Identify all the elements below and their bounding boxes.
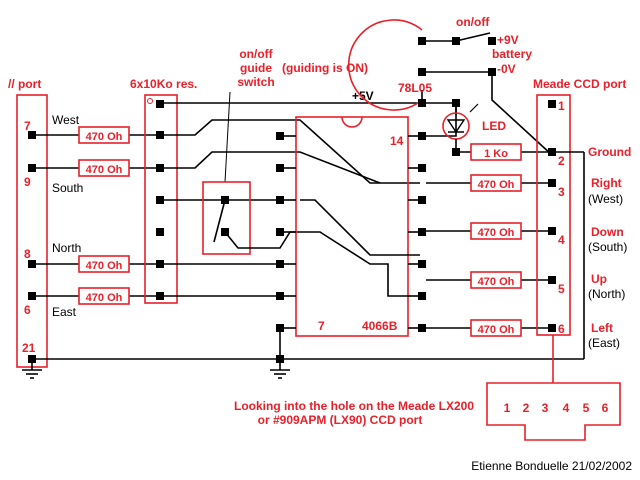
resistor-west-label: 470 Oh <box>86 131 123 143</box>
label-east: East <box>52 305 77 319</box>
ic-4066b-body <box>295 116 409 337</box>
ic-pin14-label: 14 <box>390 134 404 148</box>
meade-dir-left-sub: (East) <box>588 336 620 350</box>
guide-switch-title-2: guide <box>240 61 272 75</box>
meade-pin-5: 5 <box>558 282 565 296</box>
resistor-east-label: 470 Oh <box>86 292 123 304</box>
ground-symbol-left <box>22 369 42 379</box>
meade-dir-down-sub: (South) <box>588 240 627 254</box>
resistor-north-label: 470 Oh <box>86 260 123 272</box>
power-switch-label: on/off <box>456 15 490 29</box>
note-line-1: Looking into the hole on the Meade LX200 <box>234 399 474 413</box>
label-north: North <box>52 241 81 255</box>
output-wires <box>426 182 552 329</box>
plus9v-label: +9V <box>497 33 519 47</box>
meade-dir-left: Left <box>591 321 613 335</box>
meade-pin-4: 4 <box>558 233 565 247</box>
meade-port-box <box>536 94 571 336</box>
meade-dir-up: Up <box>591 272 607 286</box>
resistor-south-label: 470 Oh <box>86 164 123 176</box>
meade-dir-right: Right <box>591 176 622 190</box>
label-south: South <box>52 181 83 195</box>
output-resistor-1-label: 470 Oh <box>478 179 515 191</box>
regulator-label: 78L05 <box>398 81 432 95</box>
meade-pin-6: 6 <box>558 322 565 336</box>
meade-pin-3: 3 <box>558 185 565 199</box>
battery-label: battery <box>492 47 532 61</box>
guide-switch-title-3: switch <box>237 75 274 89</box>
led-label: LED <box>482 119 506 133</box>
connector-pin-4: 4 <box>563 401 570 415</box>
resistor-array-pins <box>156 100 164 300</box>
regulator-outline <box>347 19 423 111</box>
meade-pin-2: 2 <box>558 154 565 168</box>
output-resistor-2-label: 470 Oh <box>478 227 515 239</box>
ic-left-pins <box>276 132 284 332</box>
meade-pin-1: 1 <box>558 99 565 113</box>
credit: Etienne Bonduelle 21/02/2002 <box>471 459 632 473</box>
plus5v-label: +5V <box>352 89 374 103</box>
ground-symbol-mid <box>270 369 290 379</box>
meade-dir-up-sub: (North) <box>588 287 625 301</box>
ic-right-pin-stubs <box>408 135 418 329</box>
ic-left-pin-stubs <box>284 135 296 329</box>
resistor-array-title: 6x10Ko res. <box>130 77 197 91</box>
connector-pin-5: 5 <box>583 401 590 415</box>
switch-dots <box>221 196 229 236</box>
pport-pin-9: 9 <box>24 175 31 189</box>
ic-right-pins <box>418 132 426 332</box>
pport-pin-7: 7 <box>24 119 31 133</box>
resistor-west: 470 Oh <box>78 126 130 144</box>
connector-pin-2: 2 <box>523 401 530 415</box>
resistor-array-box <box>144 94 178 304</box>
regulator-pins <box>418 37 460 107</box>
led-icon <box>446 119 466 134</box>
guide-switch-status: (guiding is ON) <box>282 61 368 75</box>
output-resistor-3-label: 470 Oh <box>478 276 515 288</box>
meade-dir-right-sub: (West) <box>588 192 623 206</box>
battery-wires <box>426 32 553 156</box>
plus5v-rail <box>330 90 457 137</box>
ic-name: 4066B <box>362 319 398 333</box>
meade-dir-down: Down <box>591 225 624 239</box>
resistor-south: 470 Oh <box>78 159 130 177</box>
guide-switch-title-1: on/off <box>239 47 273 61</box>
guide-switch-box <box>202 181 251 255</box>
output-resistors <box>470 174 522 337</box>
meade-port-title: Meade CCD port <box>533 77 626 91</box>
pin1-marker <box>147 98 153 104</box>
pport-pin-8: 8 <box>24 247 31 261</box>
connector-pin-3: 3 <box>542 401 549 415</box>
connector-pin-1: 1 <box>504 401 511 415</box>
led-ray <box>469 103 479 113</box>
connector-pin-6: 6 <box>602 401 609 415</box>
ground-junction <box>276 355 284 363</box>
led-pin <box>452 148 460 156</box>
resistor-east: 470 Oh <box>78 287 130 305</box>
note-line-2: or #909APM (LX90) CCD port <box>258 413 423 427</box>
resistor-north: 470 Oh <box>78 255 130 273</box>
ic-notch <box>341 116 363 128</box>
meade-pins <box>548 100 556 332</box>
guide-switch-pointer <box>224 91 231 183</box>
array-to-ic-wires <box>160 119 420 297</box>
output-resistor-4-label: 470 Oh <box>478 324 515 336</box>
battery-pins <box>452 37 496 76</box>
pport-pin-21: 21 <box>22 341 36 355</box>
resistor-1k <box>470 143 522 161</box>
connector-outline <box>486 382 621 441</box>
resistor-1k-label: 1 Ko <box>484 148 508 160</box>
label-west: West <box>52 113 80 127</box>
parallel-port-title: // port <box>8 77 41 91</box>
ic-pin7-label: 7 <box>318 319 325 333</box>
pport-pin-6: 6 <box>24 303 31 317</box>
meade-ground-label: Ground <box>588 145 631 159</box>
minus0v-label: -0V <box>497 62 516 76</box>
ic-internal-wires <box>300 199 420 297</box>
guide-switch-contacts <box>213 199 300 249</box>
